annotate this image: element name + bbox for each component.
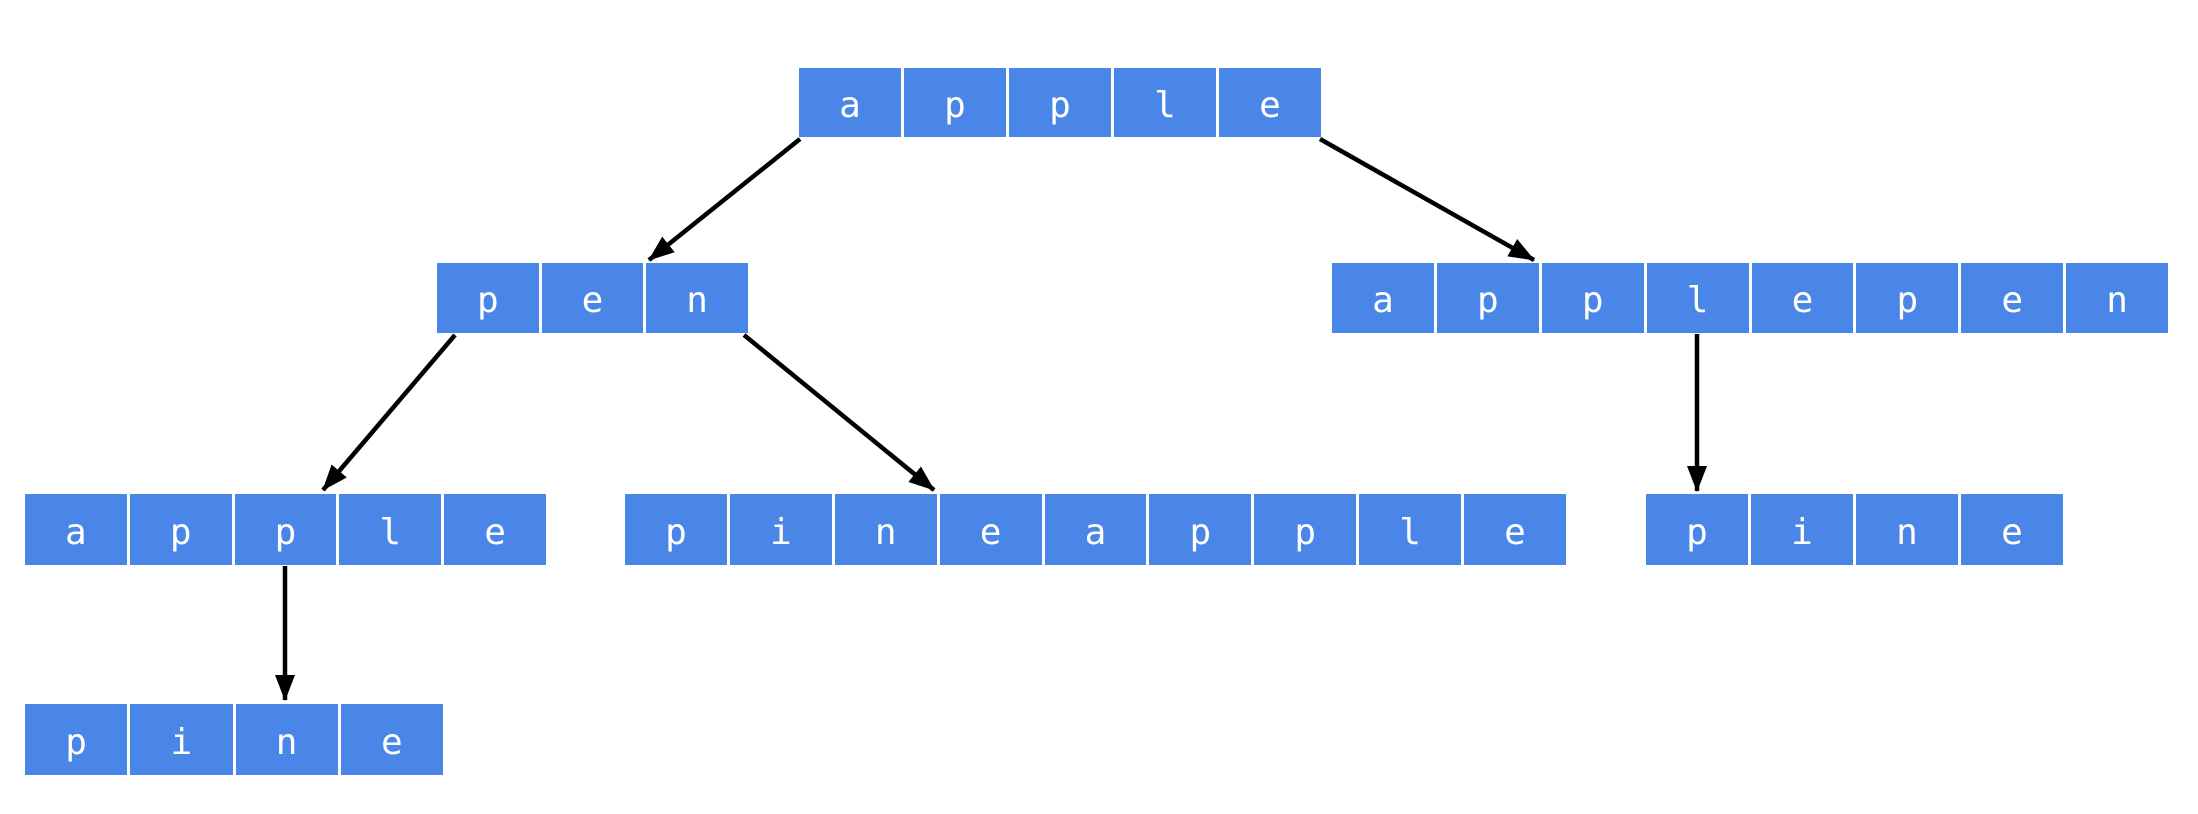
letter-cell: n [1856, 494, 1958, 565]
letter-cell: i [729, 494, 832, 565]
letter-cell: a [799, 68, 901, 137]
edge-apple-to-applepen [1318, 137, 1536, 262]
letter-cell: p [1856, 263, 1959, 333]
letter-cell: p [1149, 494, 1252, 565]
letter-cell: p [1254, 494, 1357, 565]
letter-cell: p [25, 704, 128, 775]
letter-cell: i [130, 704, 233, 775]
letter-cell: p [1436, 263, 1539, 333]
letter-cell: p [625, 494, 727, 565]
letter-cell: p [1541, 263, 1644, 333]
letter-cell: p [1646, 494, 1748, 565]
edge-pen-to-apple2 [321, 333, 457, 492]
letter-cell: p [234, 494, 337, 565]
letter-cell: a [1044, 494, 1147, 565]
letter-cell: i [1751, 494, 1853, 565]
letter-cell: n [646, 263, 748, 333]
letter-cell: l [1359, 494, 1461, 565]
letter-cell: e [1219, 68, 1321, 137]
letter-cell: p [904, 68, 1006, 137]
letter-cell: e [1751, 263, 1854, 333]
letter-cell: e [340, 704, 443, 775]
letter-cell: e [1464, 494, 1566, 565]
letter-cell: e [1961, 494, 2063, 565]
edge-pen-to-pineapple [742, 333, 936, 492]
letter-cell: a [25, 494, 127, 565]
letter-cell: a [1332, 263, 1434, 333]
letter-cell: l [1114, 68, 1216, 137]
letter-cell: e [541, 263, 644, 333]
letter-cell: e [444, 494, 546, 565]
letter-cell: l [339, 494, 442, 565]
letter-cell: n [235, 704, 338, 775]
letter-cell: p [1009, 68, 1111, 137]
letter-cell: e [1961, 263, 2064, 333]
letter-cell: n [834, 494, 937, 565]
letter-cell: n [2066, 263, 2168, 333]
letter-cell: p [437, 263, 539, 333]
letter-cell: e [939, 494, 1042, 565]
edge-apple-to-pen [647, 137, 802, 262]
letter-cell: p [129, 494, 232, 565]
letter-cell: l [1646, 263, 1749, 333]
